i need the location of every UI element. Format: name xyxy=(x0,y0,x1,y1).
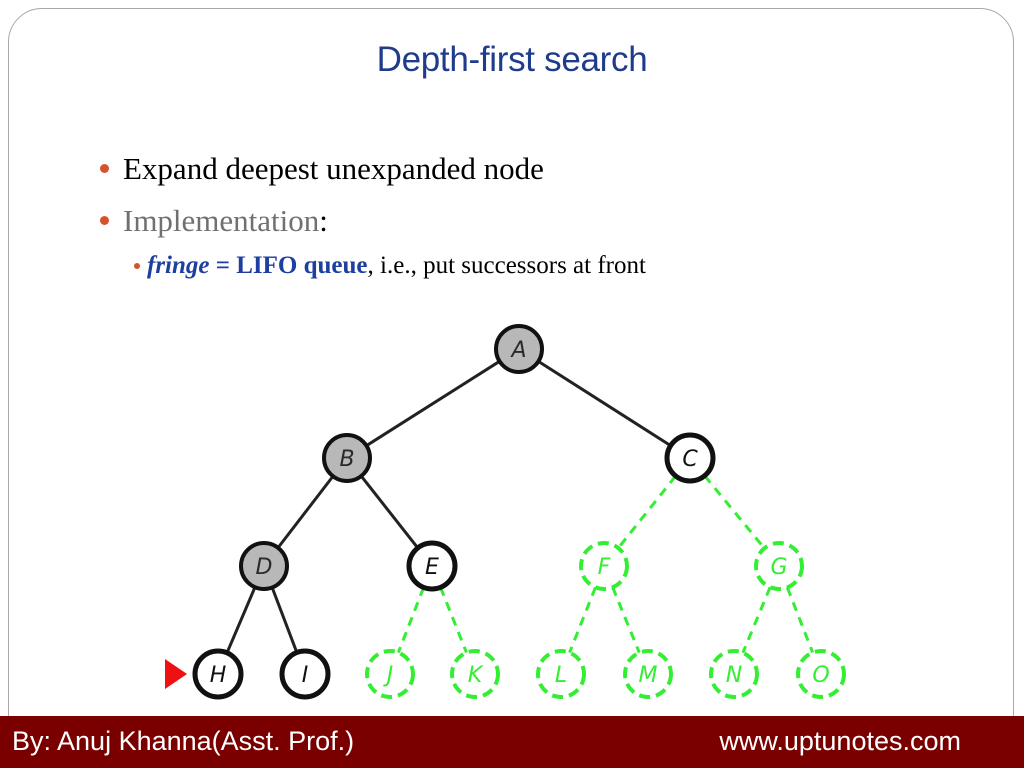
slide-frame xyxy=(8,8,1014,748)
node-o: O xyxy=(796,649,846,699)
node-b: B xyxy=(322,433,372,483)
edge-a-b xyxy=(365,360,501,447)
node-label: M xyxy=(639,663,658,688)
node-circle xyxy=(365,649,415,699)
node-f: F xyxy=(579,541,629,591)
node-circle xyxy=(579,541,629,591)
node-label: G xyxy=(770,555,787,580)
node-label: H xyxy=(210,663,227,688)
node-label: L xyxy=(555,663,567,688)
node-label: K xyxy=(468,663,484,688)
edge-e-j xyxy=(396,586,426,654)
edge-b-e xyxy=(360,475,419,549)
edge-g-n xyxy=(741,586,772,654)
nodes-layer: A B C D E F G H I J K L M N O xyxy=(192,324,846,700)
node-h: H xyxy=(192,648,244,700)
node-circle xyxy=(709,649,759,699)
edge-d-h xyxy=(225,586,257,654)
node-i: I xyxy=(279,648,331,700)
bullet-text: Expand deepest unexpanded node xyxy=(123,151,544,186)
edge-b-d xyxy=(276,475,335,549)
node-a: A xyxy=(494,324,544,374)
node-d: D xyxy=(239,541,289,591)
bullet-lead: Implementation xyxy=(123,203,320,238)
edge-g-o xyxy=(785,586,815,654)
edge-c-f xyxy=(617,475,677,549)
node-e: E xyxy=(406,540,458,592)
node-m: M xyxy=(623,649,673,699)
node-k: K xyxy=(450,649,500,699)
fringe-term: fringe xyxy=(147,252,210,279)
edge-c-g xyxy=(703,474,766,550)
node-circle xyxy=(406,540,458,592)
bullet-implementation: Implementation: xyxy=(100,203,328,239)
node-g: G xyxy=(754,541,804,591)
sub-bullet-rest: , i.e., put successors at front xyxy=(367,252,646,279)
node-label: N xyxy=(726,663,742,688)
node-label: J xyxy=(383,663,394,688)
dfs-tree-diagram: A B C D E F G H I J K L M N O xyxy=(165,324,846,700)
sub-bullet-dot-icon xyxy=(134,263,140,269)
slide-title: Depth-first search xyxy=(376,40,648,79)
footer-author: By: Anuj Khanna(Asst. Prof.) xyxy=(12,726,355,756)
current-node-pointer-icon xyxy=(165,659,187,689)
lifo-queue-term: LIFO queue xyxy=(236,252,368,279)
node-circle xyxy=(494,324,544,374)
node-c: C xyxy=(664,432,716,484)
edge-a-c xyxy=(537,360,672,447)
node-label: B xyxy=(339,447,354,472)
node-label: A xyxy=(509,338,526,363)
node-circle xyxy=(279,648,331,700)
node-label: F xyxy=(598,555,611,580)
edge-f-l xyxy=(568,586,597,654)
edge-f-m xyxy=(611,586,641,654)
node-circle xyxy=(536,649,586,699)
sub-bullet-fringe: fringe = LIFO queue, i.e., put successor… xyxy=(134,252,646,280)
node-label: O xyxy=(812,663,829,688)
edge-d-i xyxy=(270,586,299,654)
node-circle xyxy=(192,648,244,700)
node-circle xyxy=(623,649,673,699)
bullet-expand-deepest: Expand deepest unexpanded node xyxy=(100,151,544,187)
footer-website: www.uptunotes.com xyxy=(719,726,961,756)
node-n: N xyxy=(709,649,759,699)
node-circle xyxy=(796,649,846,699)
edge-e-k xyxy=(439,586,468,654)
node-label: C xyxy=(682,447,698,472)
node-l: L xyxy=(536,649,586,699)
node-circle xyxy=(450,649,500,699)
node-label: D xyxy=(256,555,273,580)
bullet-rest: : xyxy=(319,203,328,238)
node-circle xyxy=(754,541,804,591)
node-label: E xyxy=(425,555,439,580)
footer-bar: By: Anuj Khanna(Asst. Prof.) www.uptunot… xyxy=(0,716,1024,768)
equals-sign: = xyxy=(209,252,237,279)
node-circle xyxy=(239,541,289,591)
edges-layer xyxy=(225,360,815,654)
bullet-dot-icon xyxy=(100,164,109,173)
node-j: J xyxy=(365,649,415,699)
bullet-dot-icon xyxy=(100,216,109,225)
node-label: I xyxy=(302,663,309,688)
node-circle xyxy=(322,433,372,483)
node-circle xyxy=(664,432,716,484)
